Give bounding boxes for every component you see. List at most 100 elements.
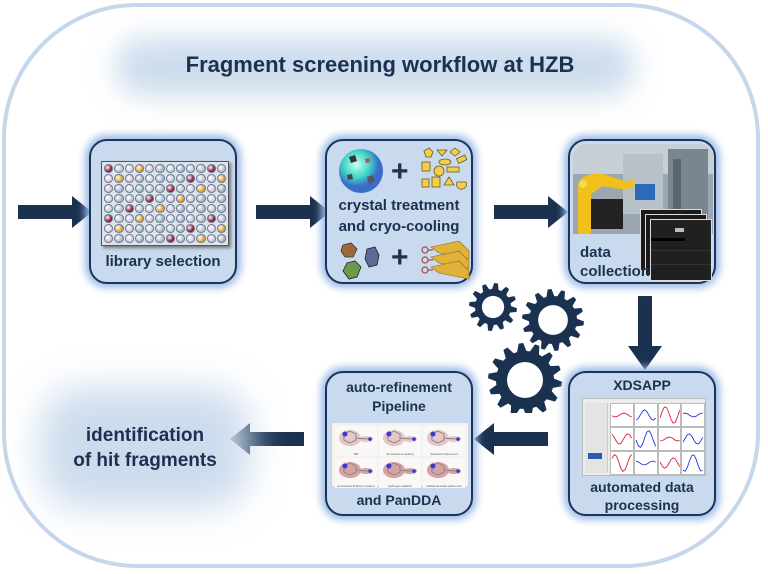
- plate-well: [114, 214, 124, 223]
- plate-well: [175, 214, 185, 223]
- plate-well: [165, 214, 175, 223]
- plate-well: [196, 164, 206, 173]
- step-automated-data-processing: XDSAPP automated data processing: [568, 371, 716, 516]
- plate-well: [114, 204, 124, 213]
- plate-well: [124, 234, 134, 243]
- xdsapp-plot: [657, 451, 682, 475]
- arrow-left-icon: [474, 423, 548, 455]
- plate-well: [175, 204, 185, 213]
- refinement-panel-caption: Hydrogen addition: [387, 484, 413, 489]
- plate-well: [216, 214, 226, 223]
- plate-well: [165, 164, 175, 173]
- plate-well: [196, 184, 206, 193]
- plate-well: [216, 224, 226, 233]
- plate-well: [186, 164, 196, 173]
- plus-sign: +: [391, 241, 409, 274]
- plate-well: [104, 184, 114, 193]
- plate-well: [186, 224, 196, 233]
- crystal-drop-image: [339, 149, 383, 193]
- outer-frame: [2, 3, 760, 568]
- plate-well: [114, 224, 124, 233]
- plate-well: [124, 224, 134, 233]
- xdsapp-header: XDSAPP: [613, 377, 671, 393]
- plate-well: [165, 234, 175, 243]
- plate-well: [206, 194, 216, 203]
- refinement-panel: MR: [335, 426, 377, 457]
- plate-well: [155, 234, 165, 243]
- plate-well: [104, 214, 114, 223]
- arrow-icon: [256, 196, 330, 228]
- xdsapp-plot: [681, 403, 705, 427]
- plate-well: [104, 174, 114, 183]
- xdsapp-plot: [681, 427, 705, 451]
- step-label-line2: Pipeline: [372, 398, 426, 414]
- plate-well: [114, 234, 124, 243]
- plate-well: [155, 204, 165, 213]
- xdsapp-plot: [610, 451, 634, 475]
- plate-well: [114, 164, 124, 173]
- plate-well: [145, 184, 155, 193]
- xdsapp-plot: [633, 451, 658, 475]
- plate-well: [104, 234, 114, 243]
- xdsapp-plot: [610, 403, 634, 427]
- step-label-line1: auto-refinement: [346, 379, 452, 395]
- step-label-line2: of hit fragments: [73, 450, 217, 471]
- plate-well: [134, 214, 144, 223]
- plate-well: [216, 204, 226, 213]
- plate-well: [134, 194, 144, 203]
- plate-well: [206, 184, 216, 193]
- plate-well: [216, 234, 226, 243]
- plus-sign: +: [391, 155, 409, 188]
- xdsapp-plot: [633, 403, 658, 427]
- plate-well: [104, 194, 114, 203]
- refinement-panel-caption: MR: [353, 452, 359, 457]
- fragment-shapes-icon: [421, 147, 468, 190]
- refinement-panel-caption: Anisotropic B factors (water): [337, 484, 375, 489]
- plate-well: [155, 214, 165, 223]
- title-glow: [115, 38, 635, 96]
- plate-well: [196, 234, 206, 243]
- refinement-panel: Additional water placement: [423, 458, 465, 489]
- plate-well: [145, 194, 155, 203]
- plate-well: [216, 194, 226, 203]
- plate-well: [165, 224, 175, 233]
- plate-well: [165, 204, 175, 213]
- plate-well: [124, 214, 134, 223]
- plate-well: [196, 214, 206, 223]
- plate-well: [165, 174, 175, 183]
- plate-well: [104, 164, 114, 173]
- plate-well: [196, 224, 206, 233]
- arrow-icon: [494, 196, 568, 228]
- plate-well: [155, 194, 165, 203]
- xdsapp-plot: [633, 427, 658, 451]
- plate-well: [114, 184, 124, 193]
- plate-well: [155, 174, 165, 183]
- plate-well: [145, 224, 155, 233]
- plate-well: [206, 234, 216, 243]
- xdsapp-plot: [681, 451, 705, 475]
- step-label-line2: and cryo-cooling: [338, 218, 460, 235]
- refinement-panel-caption: Additional water placement: [425, 484, 463, 489]
- arrow-icon: [18, 196, 92, 228]
- plate-well: [124, 164, 134, 173]
- gear-icon: [469, 283, 517, 331]
- plate-well: [175, 174, 185, 183]
- plate-well: [196, 194, 206, 203]
- plate-well: [206, 204, 216, 213]
- step-label-line3: and PanDDA: [356, 492, 442, 508]
- plate-well: [175, 194, 185, 203]
- step-label-line1: crystal treatment: [338, 197, 460, 214]
- step-label-line1: identification: [85, 425, 205, 446]
- plate-well: [134, 174, 144, 183]
- step-label-line2: collection: [580, 263, 651, 280]
- plate-well: [165, 184, 175, 193]
- hits-glow: [40, 388, 250, 508]
- plate-well: [186, 174, 196, 183]
- step-label-line2: processing: [604, 497, 680, 513]
- plate-well: [206, 214, 216, 223]
- plate-well: [124, 194, 134, 203]
- step-label-line1: data: [580, 244, 611, 261]
- step-label: library selection: [105, 253, 221, 270]
